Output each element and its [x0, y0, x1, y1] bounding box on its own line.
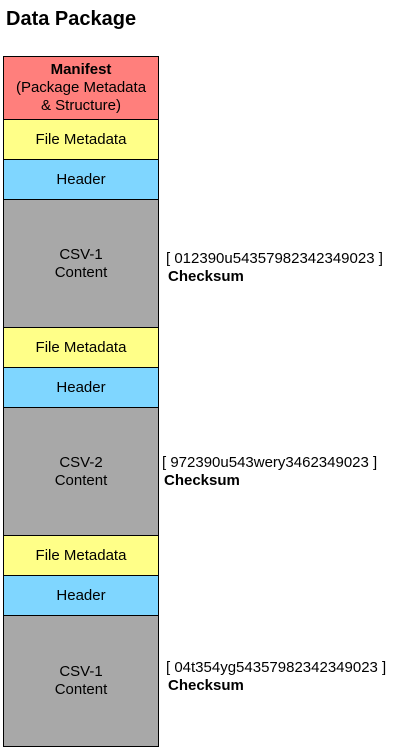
checksum-annotation-2: [ 972390u543wery3462349023 ] Checksum	[162, 454, 377, 490]
checksum-value: [ 012390u54357982342349023 ]	[166, 250, 383, 267]
header-label: Header	[56, 170, 106, 188]
header-block-1: Header	[4, 160, 158, 200]
file-metadata-block-2: File Metadata	[4, 328, 158, 368]
header-block-3: Header	[4, 576, 158, 616]
checksum-value: [ 972390u543wery3462349023 ]	[162, 454, 378, 471]
manifest-subtitle-line2: & Structure)	[40, 97, 122, 114]
content-label: Content	[54, 681, 108, 698]
package-stack: Manifest (Package Metadata & Structure) …	[3, 56, 159, 747]
content-name: CSV-1	[59, 245, 103, 263]
header-label: Header	[56, 586, 106, 604]
content-name: CSV-1	[59, 663, 103, 680]
checksum-annotation-3: [ 04t354yg54357982342349023 ] Checksum	[166, 659, 386, 695]
file-metadata-block-1: File Metadata	[4, 120, 158, 160]
content-block-2: CSV-2 Content	[4, 408, 158, 536]
manifest-subtitle-line1: (Package Metadata	[15, 79, 147, 96]
checksum-annotation-1: [ 012390u54357982342349023 ] Checksum	[166, 250, 383, 286]
checksum-label: Checksum	[168, 268, 244, 285]
content-label: Content	[54, 471, 108, 489]
checksum-label: Checksum	[168, 677, 244, 694]
header-block-2: Header	[4, 368, 158, 408]
content-label: Content	[54, 263, 108, 281]
content-block-1: CSV-1 Content	[4, 200, 158, 328]
content-name: CSV-2	[59, 453, 103, 471]
content-block-3: CSV-1 Content	[4, 616, 158, 746]
checksum-value: [ 04t354yg54357982342349023 ]	[166, 659, 387, 676]
manifest-block: Manifest (Package Metadata & Structure)	[4, 57, 158, 120]
checksum-label: Checksum	[164, 472, 240, 489]
file-metadata-block-3: File Metadata	[4, 536, 158, 576]
file-metadata-label: File Metadata	[35, 130, 127, 148]
manifest-title: Manifest	[50, 61, 112, 78]
file-metadata-label: File Metadata	[35, 546, 127, 564]
header-label: Header	[56, 378, 106, 396]
file-metadata-label: File Metadata	[35, 338, 127, 356]
diagram-title: Data Package	[6, 8, 137, 30]
